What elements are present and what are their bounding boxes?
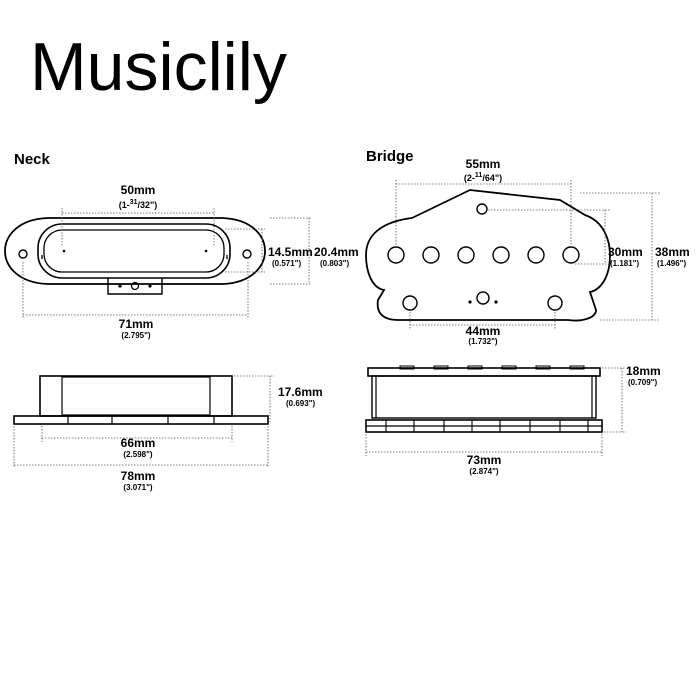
bridge-inner-height-inch-label: (1.181") [610, 259, 639, 268]
bridge-pole-2 [422, 246, 440, 264]
neck-base-inner-label: 66mm [121, 436, 156, 450]
bridge-pole-top-1 [399, 365, 415, 370]
bridge-hole-spacing-inch-label: (1.732") [468, 337, 497, 346]
neck-outer-height-inch-label: (0.803") [320, 259, 349, 268]
neck-side-dimensions [13, 375, 274, 468]
neck-side-view [13, 375, 269, 425]
neck-length-label: 71mm [119, 317, 154, 331]
bridge-pole-top-3 [467, 365, 483, 370]
neck-base-outer-label: 78mm [121, 469, 156, 483]
neck-pole-dot-left [62, 249, 66, 253]
bridge-pole-4 [492, 246, 510, 264]
bridge-top-width-inch-label: (2-11/64") [464, 172, 502, 183]
bridge-pole-6 [562, 246, 580, 264]
bridge-baseplate-outline [365, 189, 611, 322]
neck-ground-tab [107, 278, 163, 295]
neck-side-height-inch-label: (0.693") [286, 399, 315, 408]
bridge-screw-hole-left [402, 295, 418, 311]
bridge-section-title: Bridge [366, 148, 414, 165]
bridge-inner-height-label: 30mm [608, 245, 643, 259]
neck-base-outer-inch-label: (3.071") [123, 483, 152, 492]
neck-side-body [39, 375, 233, 417]
neck-top-dimensions [22, 208, 312, 318]
bridge-pole-1 [387, 246, 405, 264]
bridge-length-label: 73mm [467, 453, 502, 467]
bridge-pole-top-2 [433, 365, 449, 370]
bridge-side-height-label: 18mm [626, 364, 661, 378]
neck-top-width-label: 50mm [121, 183, 156, 197]
bridge-side-height-inch-label: (0.709") [628, 378, 657, 387]
neck-cover-outer [37, 223, 231, 279]
brand-title: Musiclily [30, 29, 287, 105]
bridge-side-view [365, 365, 603, 433]
bridge-solder-point-right [494, 300, 498, 304]
bridge-top-dimensions [395, 180, 660, 330]
bridge-side-body [371, 375, 597, 419]
bridge-pole-top-4 [501, 365, 517, 370]
neck-top-view [4, 217, 266, 295]
neck-side-height-label: 17.6mm [278, 385, 323, 399]
neck-screw-hole-left [18, 249, 28, 259]
neck-outer-height-label: 20.4mm [314, 245, 359, 259]
neck-solder-point-right [148, 284, 152, 288]
bridge-pole-top-5 [535, 365, 551, 370]
bridge-screw-hole-right [547, 295, 563, 311]
bridge-ground-hole [476, 291, 490, 305]
neck-inner-height-inch-label: (0.571") [272, 259, 301, 268]
neck-solder-point-left [118, 284, 122, 288]
neck-side-cover-face [61, 376, 211, 416]
neck-pole-dot-right [204, 249, 208, 253]
neck-ground-hole [130, 281, 140, 291]
bridge-side-dimensions [365, 367, 626, 456]
bridge-top-view [365, 189, 611, 322]
neck-mounting-plate-outline [4, 217, 266, 285]
neck-screw-hole-right [242, 249, 252, 259]
bridge-hole-spacing-label: 44mm [466, 324, 501, 338]
bridge-pole-top-6 [569, 365, 585, 370]
neck-section-title: Neck [14, 151, 51, 168]
bridge-top-screw-hole [476, 203, 488, 215]
neck-side-baseplate [13, 415, 269, 425]
neck-cover-inner [43, 229, 225, 273]
neck-length-inch-label: (2.795") [121, 331, 150, 340]
bridge-solder-point-left [468, 300, 472, 304]
neck-inner-height-label: 14.5mm [268, 245, 313, 259]
bridge-outer-height-label: 38mm [655, 245, 690, 259]
neck-top-width-inch-label: (1-31/32") [119, 199, 158, 210]
bridge-pole-3 [457, 246, 475, 264]
bridge-outer-height-inch-label: (1.496") [657, 259, 686, 268]
bridge-top-width-label: 55mm [466, 157, 501, 171]
neck-base-inner-inch-label: (2.598") [123, 450, 152, 459]
bridge-pole-5 [527, 246, 545, 264]
bridge-length-inch-label: (2.874") [469, 467, 498, 476]
